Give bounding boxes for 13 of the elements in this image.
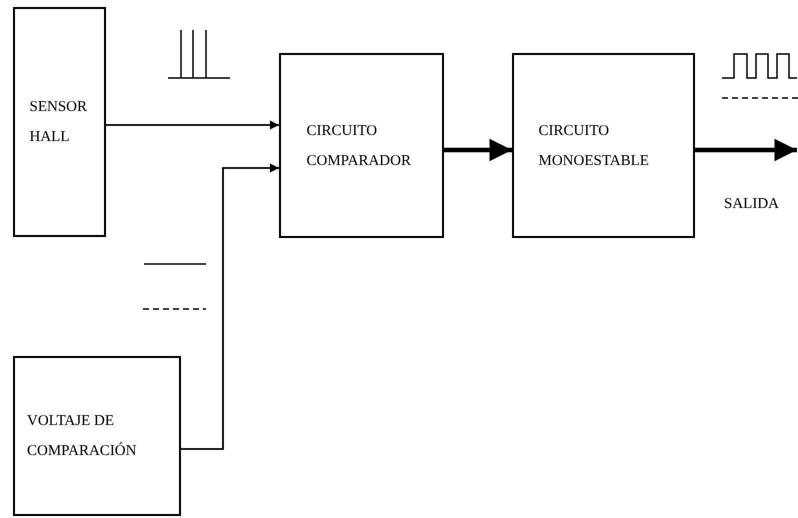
block-box [512,53,695,238]
output-label: SALIDA [724,195,779,214]
block-box [13,356,181,516]
arrow [695,138,797,162]
block-box [279,53,444,238]
arrow [444,138,512,162]
arrow [106,120,279,130]
block-label: SENSOR HALL [30,98,88,147]
arrow [181,164,279,450]
block-box [13,7,106,237]
block-label: CIRCUITO MONOESTABLE [538,122,650,170]
block-label: CIRCUITO COMPARADOR [306,122,412,170]
block-label: VOLTAJE DE COMPARACIÓN [27,412,138,461]
